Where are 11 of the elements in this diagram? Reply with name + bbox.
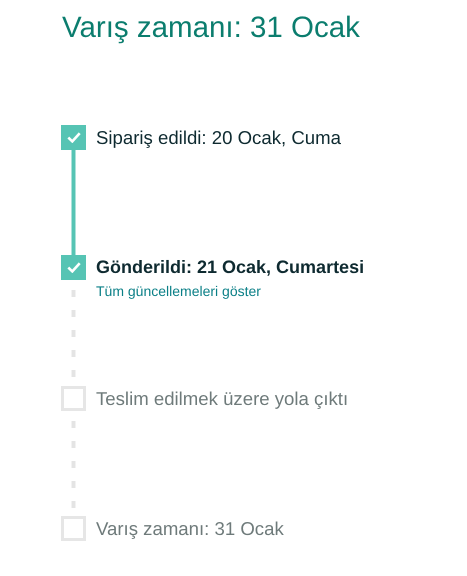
show-updates-link: Tüm güncellemeleri göster (96, 283, 261, 299)
empty-checkbox (61, 516, 86, 541)
heading: Varış zamanı: 31 Ocak (62, 10, 360, 45)
status-text: Sipariş edildi: 20 Ocak, Cuma (96, 126, 341, 150)
status-text: Gönderildi: 21 Ocak, Cumartesi (96, 256, 364, 279)
checked-checkbox (61, 125, 86, 150)
timeline-connector (72, 150, 76, 255)
status-text: Varış zamanı: 31 Ocak (96, 517, 284, 541)
status-text: Teslim edilmek üzere yola çıktı (96, 387, 348, 411)
checked-checkbox (61, 255, 86, 280)
empty-checkbox (61, 386, 86, 411)
